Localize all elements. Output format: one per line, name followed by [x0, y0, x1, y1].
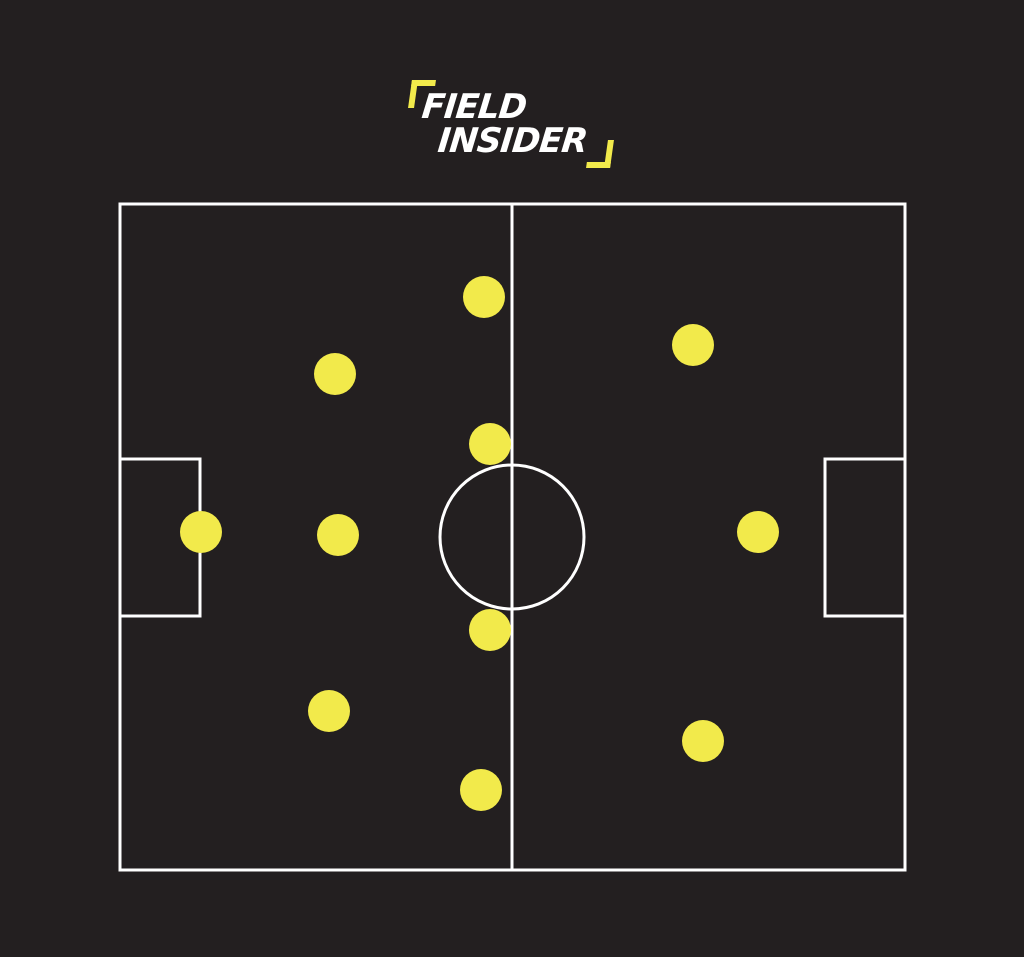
player-marker	[682, 720, 724, 762]
player-marker	[308, 690, 350, 732]
player-marker	[469, 423, 511, 465]
player-marker	[460, 769, 502, 811]
player-marker	[317, 514, 359, 556]
player-marker	[463, 276, 505, 318]
player-marker	[737, 511, 779, 553]
player-marker	[314, 353, 356, 395]
right-penalty-box	[823, 457, 907, 618]
player-marker	[672, 324, 714, 366]
player-marker	[180, 511, 222, 553]
player-marker	[469, 609, 511, 651]
center-circle	[438, 463, 586, 611]
